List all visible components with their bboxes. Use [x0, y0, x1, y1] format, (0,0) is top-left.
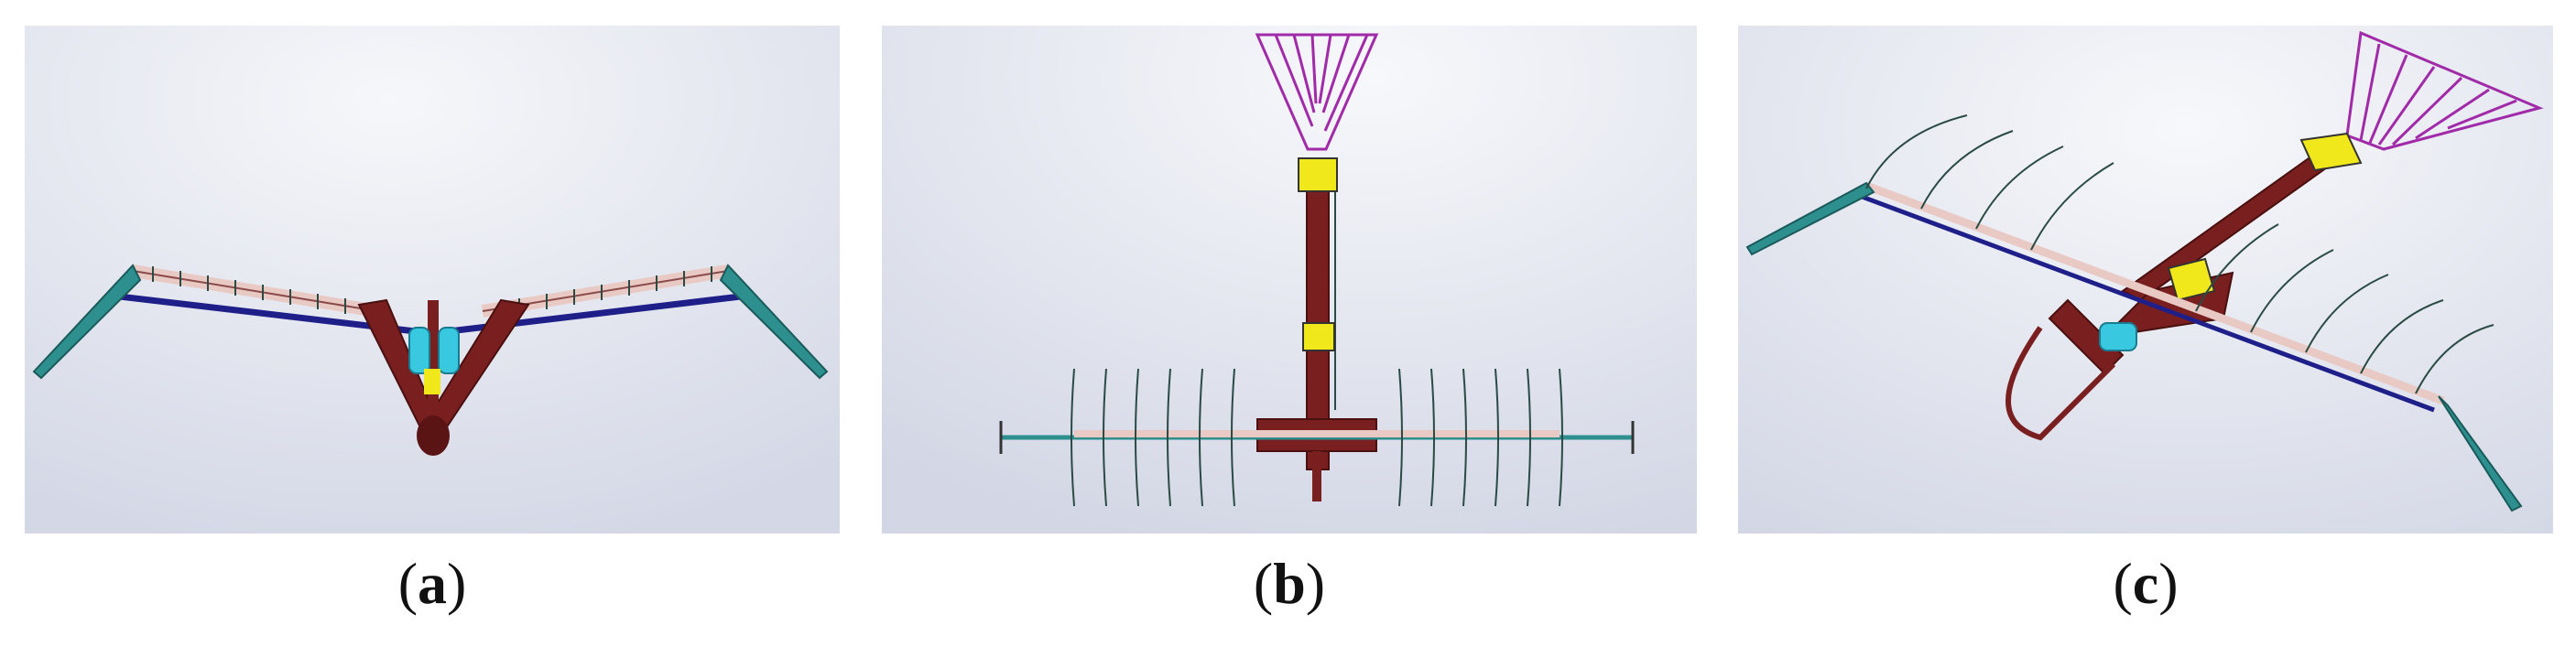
tail-surface: [2345, 30, 2544, 151]
left-wing-tube-edge: [132, 270, 378, 312]
right-cyan-bracket: [438, 327, 460, 374]
motor-box: [2167, 257, 2216, 302]
caption-b: (b): [882, 547, 1697, 620]
caption-c-letter: c: [2132, 551, 2159, 616]
panel-b-top-view: [882, 26, 1697, 534]
caption-a-letter: a: [418, 551, 447, 616]
left-wing-tip: [1745, 181, 1875, 256]
nose-post: [1312, 451, 1321, 501]
pink-wing-tube: [1864, 181, 2445, 405]
panel-c-isometric-view: [1738, 26, 2553, 534]
yellow-motor-box: [424, 369, 440, 394]
right-wing-tip: [2438, 395, 2523, 512]
caption-a-close: ): [447, 551, 467, 616]
viewport-background: [882, 26, 1697, 534]
caption-a-open: (: [397, 551, 418, 616]
wing-ribs: [1865, 114, 2494, 394]
caption-c-open: (: [2113, 551, 2133, 616]
ornithopter-top-view-drawing: [882, 26, 1697, 534]
blue-spar: [1856, 192, 2435, 413]
frame-arm: [2048, 298, 2125, 375]
left-rib-ticks: [152, 266, 346, 314]
tail-surface: [1255, 33, 1379, 151]
wing-ribs: [1071, 368, 1563, 507]
ornithopter-isometric-view-drawing: [1738, 26, 2553, 534]
panel-a-front-view: [25, 26, 840, 534]
frame-loop: [2005, 326, 2116, 441]
left-wing-tip: [32, 264, 142, 380]
caption-b-open: (: [1253, 551, 1274, 616]
frame-bottom-node: [417, 415, 450, 456]
left-cyan-bracket: [408, 327, 430, 374]
tail-servo-box: [2299, 132, 2363, 172]
caption-c: (c): [1738, 547, 2553, 620]
caption-b-close: ): [1305, 551, 1326, 616]
caption-b-letter: b: [1273, 551, 1306, 616]
tail-servo-box: [1298, 157, 1338, 192]
motor-box: [1302, 322, 1335, 351]
ornithopter-front-view-drawing: [25, 26, 840, 534]
cyan-bracket: [2099, 322, 2137, 351]
right-wing-tip: [719, 264, 829, 380]
caption-c-close: ): [2158, 551, 2179, 616]
caption-a: (a): [25, 547, 840, 620]
